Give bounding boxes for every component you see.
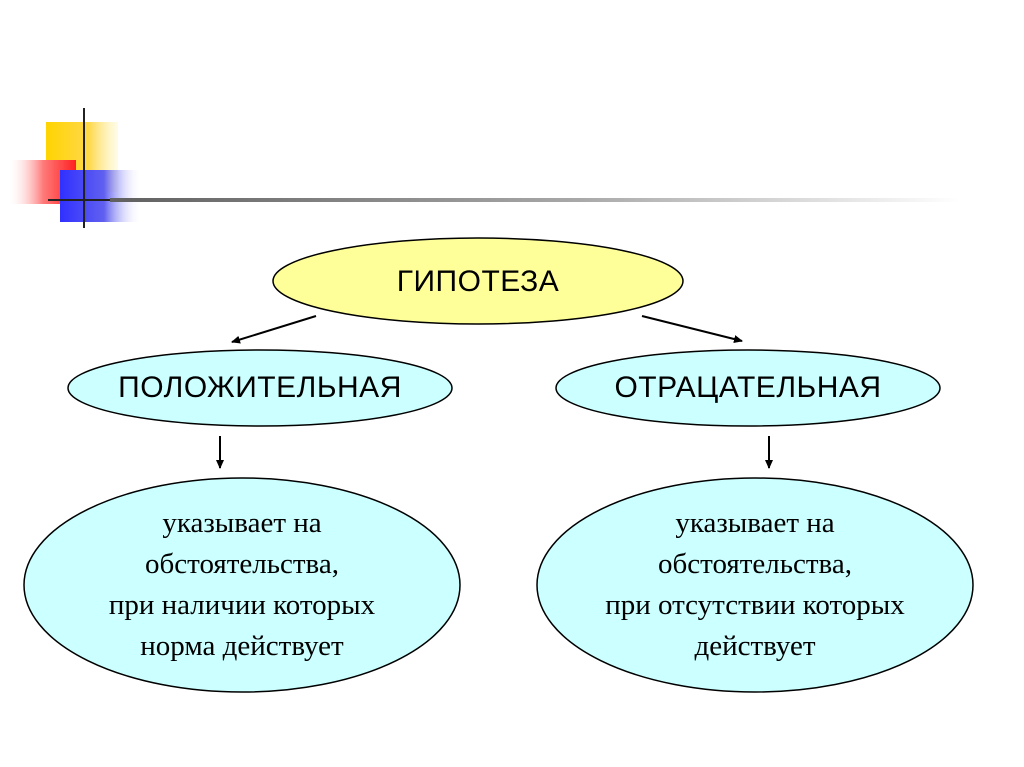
right-node: ОТРАЦАТЕЛЬНАЯ — [558, 352, 938, 424]
root-node: ГИПОТЕЗА — [278, 244, 678, 320]
connector-arrows — [216, 315, 773, 469]
arrow-root-to-left — [231, 315, 317, 344]
title-divider-line — [110, 198, 960, 202]
right-description-shape — [536, 477, 974, 693]
right-node-shape — [555, 349, 941, 427]
left-node-label: ПОЛОЖИТЕЛЬНАЯ — [118, 371, 402, 404]
left-description-shape — [23, 477, 461, 693]
right-description-node: указывает на обстоятельства, при отсутст… — [547, 490, 963, 680]
left-node: ПОЛОЖИТЕЛЬНАЯ — [70, 352, 450, 424]
left-description-text: указывает на обстоятельства, при наличии… — [108, 507, 376, 662]
right-description-text: указывает на обстоятельства, при отсутст… — [605, 507, 905, 662]
left-node-shape — [67, 349, 453, 427]
root-node-shape — [272, 237, 684, 325]
right-node-label: ОТРАЦАТЕЛЬНАЯ — [614, 371, 882, 404]
corner-logo-icon — [10, 108, 140, 228]
arrow-root-to-right — [641, 315, 743, 343]
root-node-label: ГИПОТЕЗА — [396, 265, 560, 298]
left-description-node: указывает на обстоятельства, при наличии… — [34, 490, 450, 680]
